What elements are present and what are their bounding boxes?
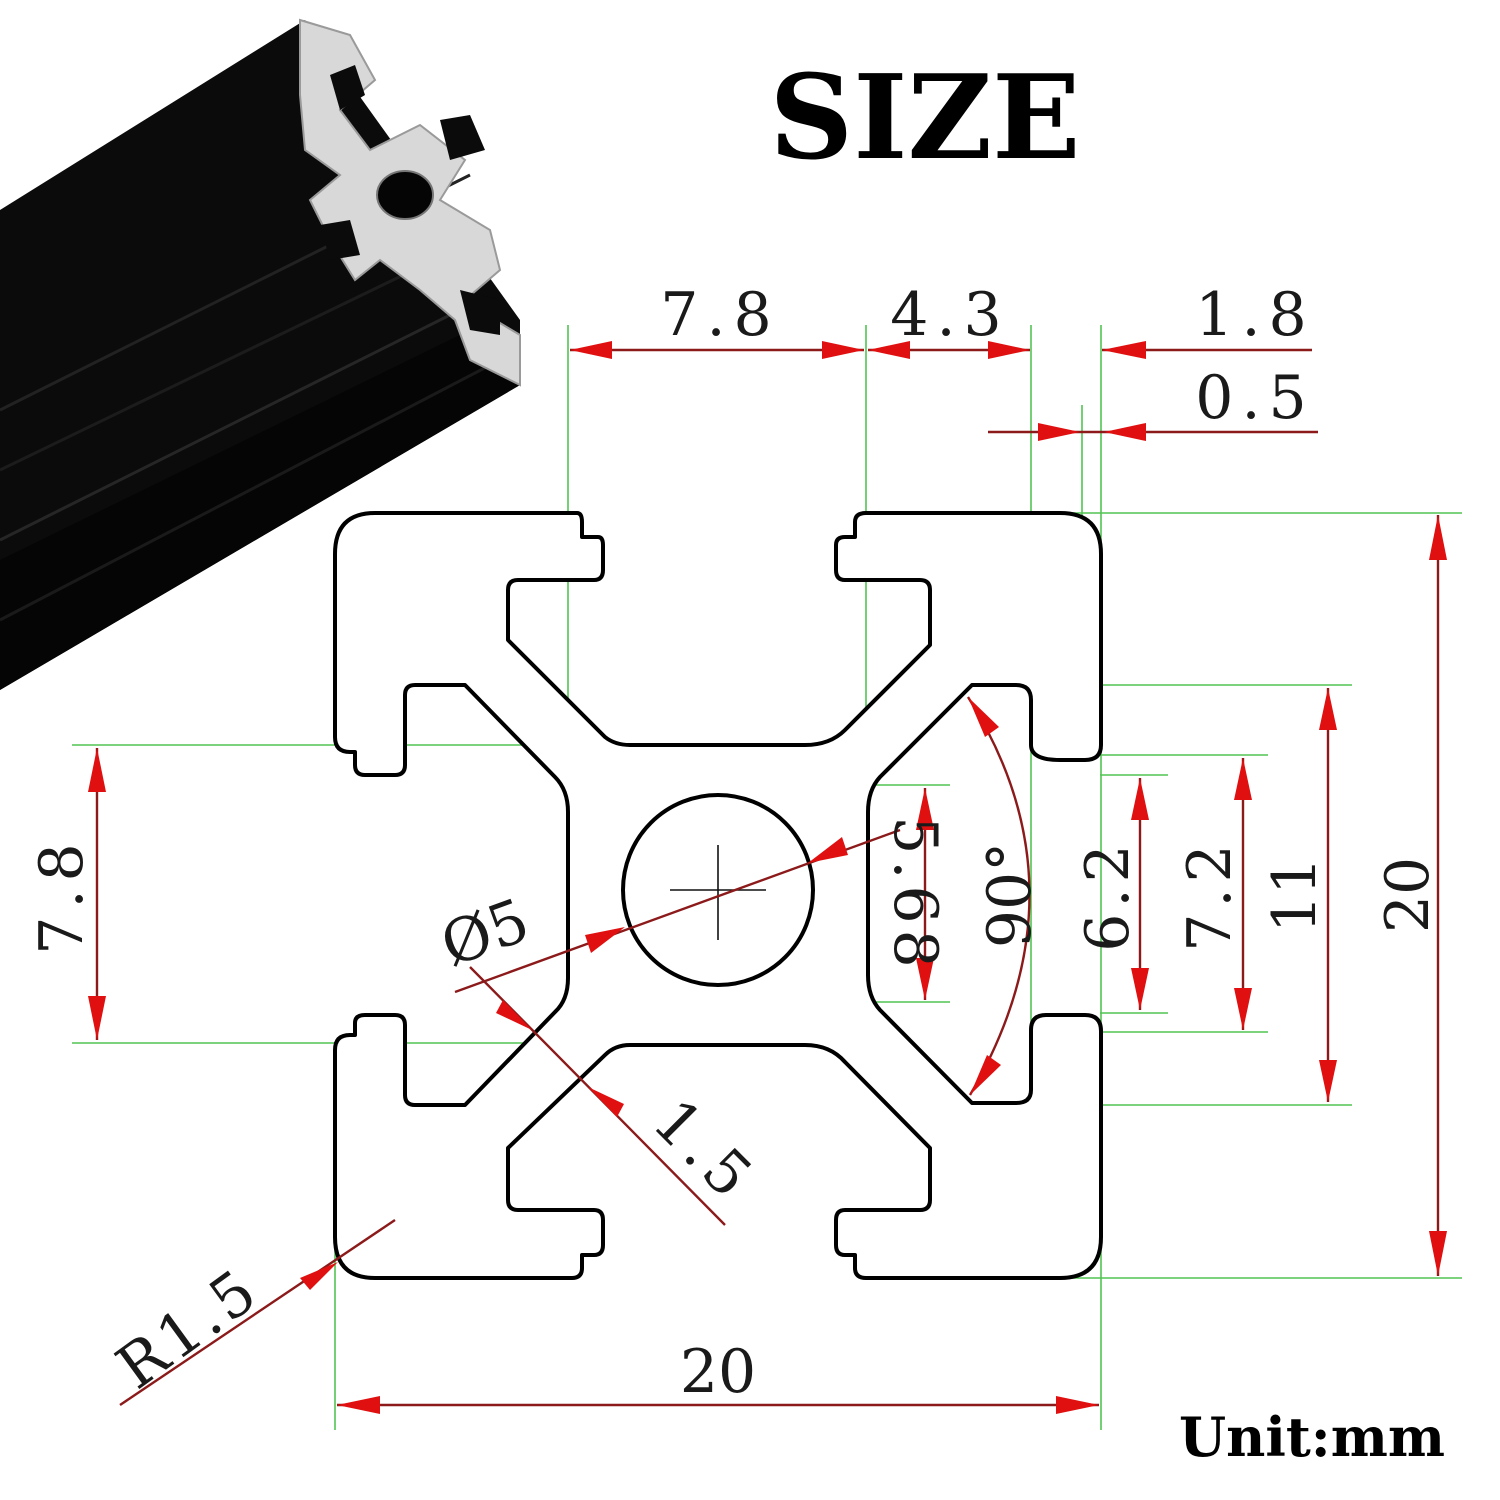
dim-slot-angle: 90° (975, 842, 1045, 948)
unit-label: Unit:mm (1179, 1405, 1445, 1469)
dim-overall-width: 20 (680, 1337, 756, 1407)
dim-overall-height: 20 (1373, 857, 1443, 933)
arrowheads (88, 341, 1447, 1414)
page-title: SIZE (769, 50, 1080, 186)
dim-top-offset-b: 1.8 (1195, 280, 1314, 350)
dim-wall-thickness: 1.5 (639, 1086, 769, 1216)
dim-inner-6-2: 6.2 (1073, 838, 1143, 951)
dim-corner-radius: R1.5 (104, 1254, 272, 1403)
dim-inner-7-2: 7.2 (1175, 838, 1245, 951)
dim-top-offset-a: 4.3 (890, 280, 1009, 350)
dim-left-slot-width: 7.8 (27, 835, 97, 954)
dim-slot-depth: 5.68 (880, 816, 950, 974)
dim-inner-11: 11 (1260, 857, 1330, 933)
dim-top-slot-width: 7.8 (660, 280, 779, 350)
dim-top-lip: 0.5 (1195, 363, 1314, 433)
extrusion-product-image (0, 18, 521, 690)
